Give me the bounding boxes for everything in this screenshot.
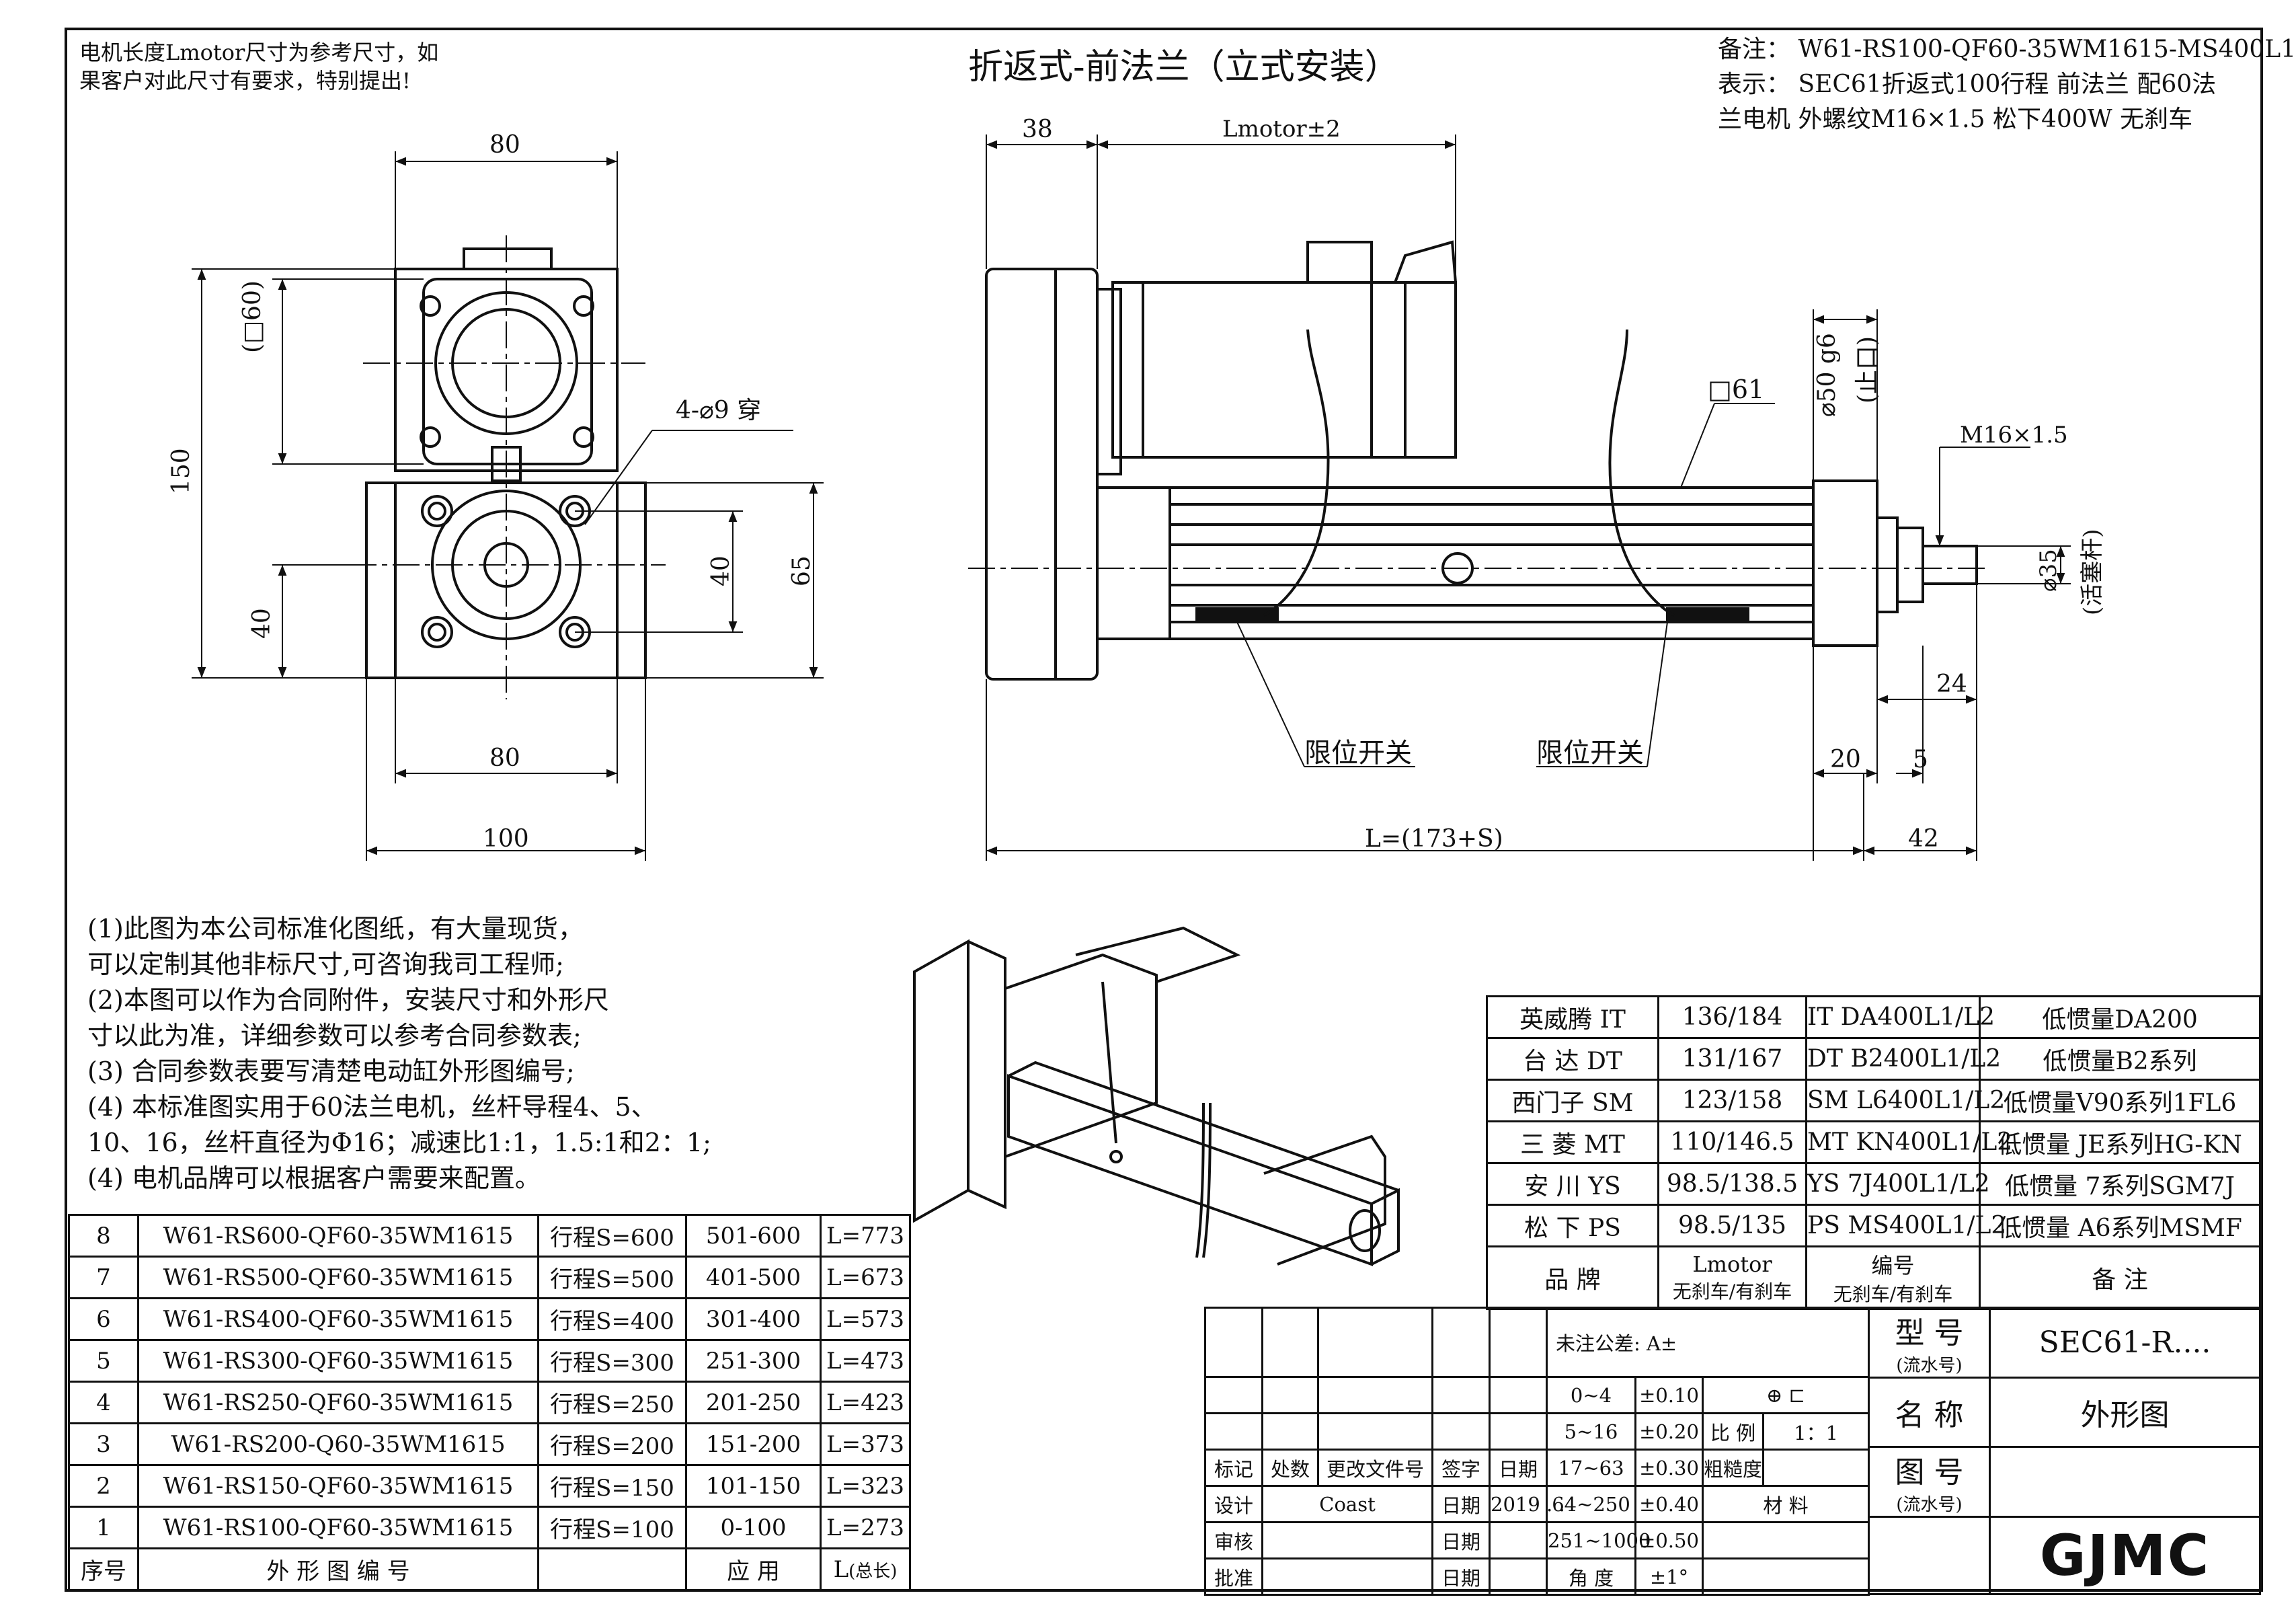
note-line: (3) 合同参数表要写清楚电动缸外形图编号;	[87, 1056, 575, 1086]
table-row: 批准日期 角 度±1°	[1204, 1557, 1870, 1596]
isometric-view	[913, 926, 1400, 1266]
note-line: (1)此图为本公司标准化图纸，有大量现货，	[87, 914, 584, 943]
note-line: 寸以此为准，详细参数可以参考合同参数表;	[87, 1021, 582, 1050]
company-logo: GJMC	[1989, 1516, 2261, 1595]
dim-holes: 4-⌀9 穿	[676, 397, 762, 424]
dim-150: 150	[167, 448, 195, 494]
dim-bottom-80: 80	[489, 744, 520, 772]
piston-rod-thread	[1922, 545, 1978, 585]
projection-symbol-icon: ⊕ ⊏	[1701, 1376, 1870, 1414]
note-line: 可以定制其他非标尺寸,可咨询我司工程师;	[87, 950, 564, 979]
dim-24: 24	[1936, 670, 1967, 698]
limit-switch-label-1: 限位开关	[1304, 738, 1412, 769]
dim-38: 38	[1022, 116, 1053, 143]
table-row: 0~4±0.10 ⊕ ⊏	[1204, 1376, 1870, 1414]
dim-5: 5	[1913, 746, 1928, 773]
top-left-note-1: 电机长度Lmotor尺寸为参考尺寸，如	[79, 40, 439, 65]
dim-square-61: □61	[1708, 375, 1765, 404]
remark-line-2: 表示： SEC61折返式100行程 前法兰 配60法	[1718, 71, 2217, 98]
end-cap	[1812, 479, 1878, 647]
dim-65: 65	[788, 555, 816, 586]
title-block-right: 型 号(流水号)SEC61-R.... 名 称外形图 图 号(流水号) GJMC	[1868, 1307, 2261, 1595]
table-row: 未注公差: A±	[1204, 1307, 1870, 1378]
drawing-border	[65, 28, 2263, 1592]
note-line: (4) 本标准图实用于60法兰电机，丝杆导程4、5、	[87, 1092, 657, 1122]
dim-dia-50: ⌀50 g6	[1813, 333, 1841, 417]
dim-thread: M16×1.5	[1960, 422, 2068, 449]
dim-42: 42	[1908, 825, 1939, 853]
top-left-note-2: 果客户对此尺寸有要求，特别提出!	[79, 68, 411, 93]
end-view	[192, 151, 824, 861]
note-line: (4) 电机品牌可以根据客户需要来配置。	[87, 1163, 541, 1193]
remark-line-3: 兰电机 外螺纹M16×1.5 松下400W 无刹车	[1718, 106, 2193, 133]
table-row: 标记处数更改文件号签字日期 17~63±0.30 粗糙度	[1204, 1449, 1870, 1487]
dim-40-left: 40	[248, 608, 276, 639]
dim-dia-35: ⌀35	[2035, 549, 2062, 592]
drawing-title: 折返式-前法兰（立式安装）	[968, 47, 1400, 87]
flange-plate	[985, 268, 1099, 681]
remark-line-1: 备注： W61-RS100-QF60-35WM1615-MS400L1	[1718, 36, 2296, 63]
limit-switch-label-2: 限位开关	[1536, 738, 1644, 769]
side-view	[968, 134, 2071, 861]
dim-total-length: L=(173+S)	[1365, 825, 1503, 853]
dim-40-right: 40	[707, 555, 735, 586]
dim-20: 20	[1830, 746, 1861, 773]
notes-block: (1)此图为本公司标准化图纸，有大量现货， 可以定制其他非标尺寸,可咨询我司工程…	[87, 911, 711, 1196]
dim-dia-50-note: (止口)	[1854, 336, 1881, 403]
dim-lmotor: Lmotor±2	[1222, 116, 1341, 143]
note-line: (2)本图可以作为合同附件，安装尺寸和外形尺	[87, 985, 609, 1015]
dim-bottom-100: 100	[483, 825, 529, 853]
dim-dia-35-note: (活塞杆)	[2079, 529, 2106, 615]
motor-body	[1111, 281, 1457, 459]
dim-top-80: 80	[489, 131, 520, 159]
dim-square-60: (□60)	[239, 280, 266, 353]
note-line: 10、16，丝杆直径为Φ16；减速比1:1，1.5:1和2：1;	[87, 1128, 711, 1157]
tolerance-title: 未注公差: A±	[1545, 1307, 1870, 1378]
table-row: 审核日期 251~1000±0.50	[1204, 1521, 1870, 1559]
